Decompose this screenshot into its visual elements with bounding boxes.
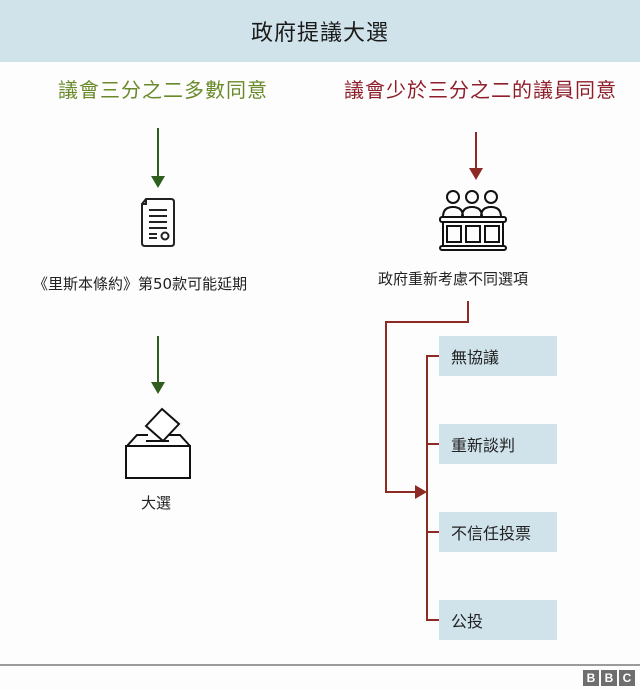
- bbc-logo-letter: B: [601, 670, 617, 686]
- option-renegotiate: 重新談判: [439, 424, 557, 464]
- option-referendum: 公投: [439, 600, 557, 640]
- bbc-logo-letter: C: [619, 670, 635, 686]
- option-label: 不信任投票: [451, 524, 532, 543]
- bbc-logo: B B C: [583, 670, 635, 686]
- option-connector: [385, 301, 469, 621]
- option-no-confidence-vote: 不信任投票: [439, 512, 557, 552]
- right-step1-label: 政府重新考慮不同選項: [378, 270, 529, 288]
- left-step1-label: 《里斯本條約》第50款可能延期: [33, 275, 248, 293]
- parliament-members-icon: [439, 190, 507, 251]
- bbc-logo-letter: B: [583, 670, 599, 686]
- footer-divider: [0, 664, 640, 666]
- left-column-title: 議會三分之二多數同意: [58, 78, 268, 102]
- header-band: 政府提議大選: [0, 0, 640, 62]
- option-label: 公投: [451, 612, 484, 631]
- option-label: 無協議: [451, 348, 500, 367]
- option-label: 重新談判: [451, 436, 516, 455]
- connector-arrowhead: [415, 485, 427, 499]
- left-step2-label: 大選: [141, 494, 172, 512]
- right-arrow-1: [469, 132, 483, 180]
- left-arrow-2: [151, 336, 165, 394]
- ballot-box-icon: [125, 407, 191, 479]
- document-icon: [141, 198, 175, 247]
- option-no-deal: 無協議: [439, 336, 557, 376]
- diagram-title: 政府提議大選: [250, 21, 389, 46]
- left-arrow-1: [151, 128, 165, 188]
- right-column-title: 議會少於三分之二的議員同意: [344, 78, 617, 102]
